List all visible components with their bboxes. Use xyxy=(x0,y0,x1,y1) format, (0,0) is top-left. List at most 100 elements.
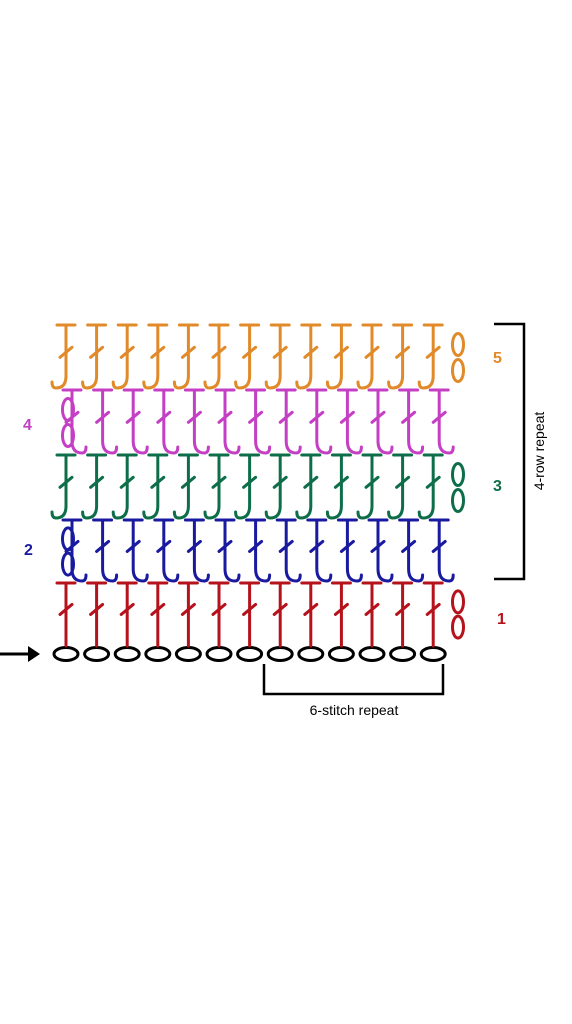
dc-post xyxy=(131,518,149,583)
dc-slash xyxy=(333,345,349,359)
dc-slash xyxy=(248,539,264,553)
stitch-repeat-bracket xyxy=(262,664,445,696)
dc-slash xyxy=(339,539,355,553)
dc-post xyxy=(295,323,313,390)
chain-stitch xyxy=(113,646,141,662)
dc-slash xyxy=(89,345,105,359)
dc-slash xyxy=(431,539,447,553)
row-number-4: 4 xyxy=(23,417,32,434)
dc-slash xyxy=(425,345,441,359)
dc-post xyxy=(376,518,394,583)
row-repeat-label: 4-row repeat xyxy=(531,412,547,491)
dc-slash xyxy=(303,602,319,616)
dc-slash xyxy=(119,345,135,359)
dc-post xyxy=(162,388,180,455)
dc-slash xyxy=(180,602,196,616)
dc-post xyxy=(264,323,282,390)
dc-post xyxy=(325,453,343,520)
dc-slash xyxy=(217,539,233,553)
dc-slash xyxy=(248,410,264,424)
dc-slash xyxy=(401,410,417,424)
dc-post xyxy=(437,518,455,583)
dc-slash xyxy=(370,539,386,553)
start-arrow-icon xyxy=(0,646,40,662)
dc-slash xyxy=(364,345,380,359)
dc-post xyxy=(142,453,160,520)
chain-stitch xyxy=(83,646,111,662)
dc-slash xyxy=(425,602,441,616)
turning-chain xyxy=(451,488,465,513)
dc-slash xyxy=(242,475,258,489)
stitch-layer xyxy=(50,323,465,662)
chain-stitch xyxy=(52,646,80,662)
dc-post xyxy=(50,453,68,520)
dc-slash xyxy=(242,345,258,359)
turning-chain xyxy=(61,526,75,552)
dc-slash xyxy=(309,539,325,553)
dc-slash xyxy=(58,602,74,616)
dc-post xyxy=(264,453,282,520)
dc-slash xyxy=(186,539,202,553)
dc-slash xyxy=(180,345,196,359)
turning-chain xyxy=(451,589,465,615)
row-number-2: 2 xyxy=(24,542,33,559)
dc-post xyxy=(172,323,190,390)
dc-slash xyxy=(303,475,319,489)
dc-slash xyxy=(272,345,288,359)
dc-post xyxy=(345,518,363,583)
chain-stitch xyxy=(205,646,233,662)
dc-slash xyxy=(364,475,380,489)
dc-post xyxy=(142,323,160,390)
dc-post xyxy=(203,453,221,520)
dc-post xyxy=(172,453,190,520)
dc-slash xyxy=(278,539,294,553)
dc-post xyxy=(387,323,405,390)
dc-slash xyxy=(95,539,111,553)
chain-stitch xyxy=(297,646,325,662)
dc-slash xyxy=(425,475,441,489)
dc-post xyxy=(101,518,119,583)
dc-slash xyxy=(303,345,319,359)
dc-slash xyxy=(150,345,166,359)
dc-slash xyxy=(395,602,411,616)
dc-slash xyxy=(58,345,74,359)
dc-post xyxy=(234,323,252,390)
dc-slash xyxy=(150,475,166,489)
dc-slash xyxy=(401,539,417,553)
dc-slash xyxy=(309,410,325,424)
turning-chain xyxy=(61,423,75,448)
dc-post xyxy=(356,453,374,520)
dc-slash xyxy=(211,475,227,489)
dc-slash xyxy=(431,410,447,424)
dc-slash xyxy=(333,602,349,616)
chain-stitch xyxy=(174,646,202,662)
dc-slash xyxy=(180,475,196,489)
turning-chain xyxy=(61,551,75,577)
dc-post xyxy=(407,518,425,583)
chain-stitch xyxy=(266,646,294,662)
stitch-repeat-label: 6-stitch repeat xyxy=(310,702,399,718)
dc-post xyxy=(407,388,425,455)
dc-post xyxy=(345,388,363,455)
dc-slash xyxy=(119,475,135,489)
dc-slash xyxy=(395,345,411,359)
dc-slash xyxy=(211,345,227,359)
dc-slash xyxy=(89,602,105,616)
dc-post xyxy=(162,518,180,583)
dc-post xyxy=(325,323,343,390)
dc-slash xyxy=(125,539,141,553)
dc-post xyxy=(437,388,455,455)
dc-post xyxy=(81,453,99,520)
dc-slash xyxy=(242,602,258,616)
dc-slash xyxy=(278,410,294,424)
dc-post xyxy=(315,518,333,583)
dc-post xyxy=(417,323,435,390)
chain-stitch xyxy=(389,646,417,662)
dc-slash xyxy=(370,410,386,424)
chain-stitch xyxy=(419,646,447,662)
dc-post xyxy=(234,453,252,520)
dc-slash xyxy=(156,410,172,424)
dc-post xyxy=(223,388,241,455)
chain-stitch xyxy=(327,646,355,662)
dc-post xyxy=(203,323,221,390)
